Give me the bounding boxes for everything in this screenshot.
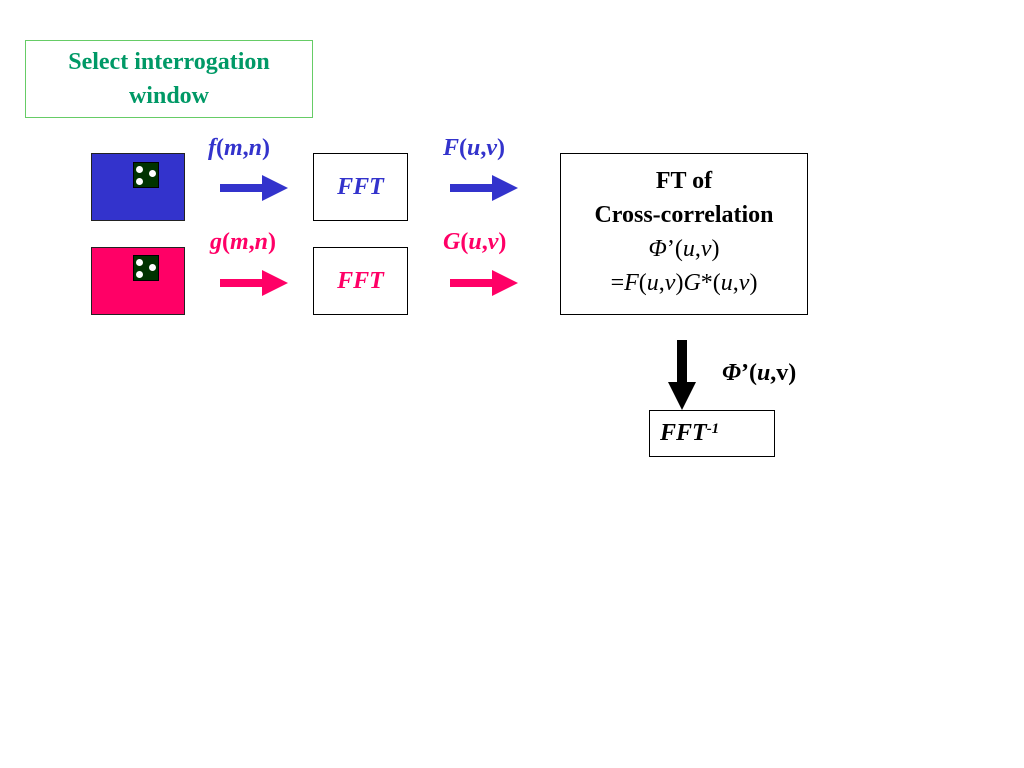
arrow-fft-to-F-icon	[450, 175, 518, 201]
particle-dot	[149, 264, 156, 271]
particle-dot	[149, 170, 156, 177]
ft-box-line2: Cross-correlation	[594, 202, 774, 228]
select-window-line1: Select interrogation	[68, 49, 270, 75]
interrogation-window-g	[133, 255, 159, 281]
cross-correlation-ft-box: FT of Cross-correlation Φ’(u,v) =F(u,v)G…	[560, 153, 808, 315]
fft-box-top: FFT	[313, 153, 408, 221]
arrow-g-to-fft-icon	[220, 270, 288, 296]
particle-dot	[136, 271, 143, 278]
select-interrogation-window-box: Select interrogation window	[25, 40, 313, 118]
phi-output-label: Φ’(u,v)	[722, 360, 797, 386]
arrow-down-icon	[668, 340, 696, 410]
ft-box-phi-line: Φ’(u,v)	[648, 236, 720, 262]
ft-box-product-line: =F(u,v)G*(u,v)	[610, 270, 758, 296]
arrow-fft-to-G-icon	[450, 270, 518, 296]
particle-dot	[136, 259, 143, 266]
ft-box-line1: FT of	[655, 168, 713, 194]
arrow-f-to-fft-icon	[220, 175, 288, 201]
particle-dot	[136, 166, 143, 173]
label-g-mn: g(m,n)	[210, 229, 277, 255]
particle-dot	[136, 178, 143, 185]
label-F-uv: F(u,v)	[443, 135, 506, 161]
select-window-line2: window	[128, 83, 209, 109]
interrogation-window-f	[133, 162, 159, 188]
label-f-mn: f(m,n)	[208, 135, 271, 161]
inverse-fft-box: FFT-1	[649, 410, 775, 457]
label-G-uv: G(u,v)	[443, 229, 507, 255]
fft-box-bottom: FFT	[313, 247, 408, 315]
